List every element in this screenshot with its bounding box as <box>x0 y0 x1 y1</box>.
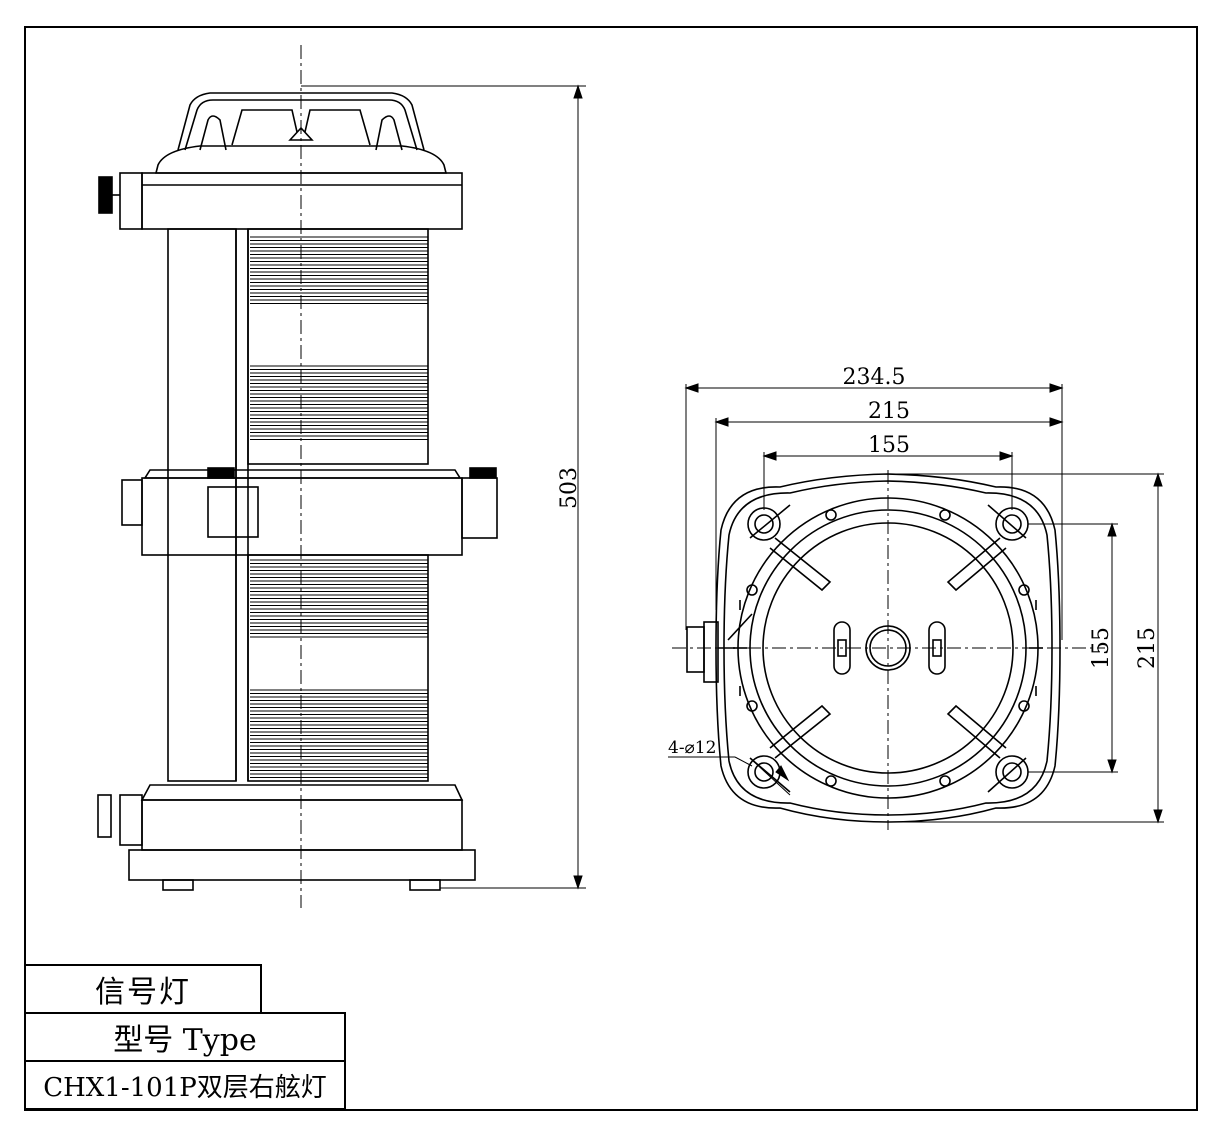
upper-lens-fins <box>250 236 428 440</box>
dimension-height-label: 503 <box>557 467 582 509</box>
dim-holes: 4-⌀12 <box>668 738 716 758</box>
foot-right <box>409 879 441 891</box>
dim-width-base: 215 <box>868 399 910 424</box>
bottom-left-connector <box>119 794 143 846</box>
center-hole <box>865 625 911 671</box>
dim-hole-spacing-h: 155 <box>868 433 910 458</box>
dimension-height <box>301 84 586 890</box>
top-knob <box>98 176 113 214</box>
middle-housing <box>141 477 463 556</box>
foot-left <box>162 879 194 891</box>
title-name-cell: 信号灯 <box>24 964 262 1014</box>
upper-lens <box>247 228 429 465</box>
plan-view <box>672 470 1105 830</box>
title-model: CHX1-101P双层右舷灯 <box>43 1072 327 1103</box>
lens-circle <box>762 522 1014 774</box>
bottom-housing-cap <box>140 784 464 801</box>
slot-right <box>928 621 946 675</box>
drawing-frame <box>24 26 1198 1111</box>
middle-socket <box>207 486 259 538</box>
support-pillar <box>167 228 237 782</box>
middle-housing-cap <box>143 469 462 479</box>
plan-dimensions <box>668 383 1164 824</box>
middle-right-connector <box>461 477 498 539</box>
lower-lens <box>247 554 429 782</box>
title-name: 信号灯 <box>95 975 191 1010</box>
top-knob-mount <box>119 172 143 230</box>
dim-height-base: 215 <box>1135 627 1160 669</box>
top-cap <box>154 145 448 174</box>
bottom-housing <box>141 799 463 851</box>
dim-hole-spacing-v: 155 <box>1089 627 1114 669</box>
top-cage <box>177 92 425 151</box>
base-plate <box>128 849 476 881</box>
title-type-label: 型号 Type <box>113 1023 257 1058</box>
top-housing <box>141 172 463 230</box>
title-type-cell: 型号 Type <box>24 1012 346 1062</box>
side-view <box>97 45 498 908</box>
middle-left-connector <box>121 479 143 526</box>
lower-lens-fins <box>250 559 428 778</box>
dim-width-overall: 234.5 <box>843 365 906 390</box>
base-outline <box>715 473 1061 823</box>
title-model-cell: CHX1-101P双层右舷灯 <box>24 1060 346 1110</box>
slot-left <box>833 621 851 675</box>
ring-screws <box>746 509 1030 787</box>
